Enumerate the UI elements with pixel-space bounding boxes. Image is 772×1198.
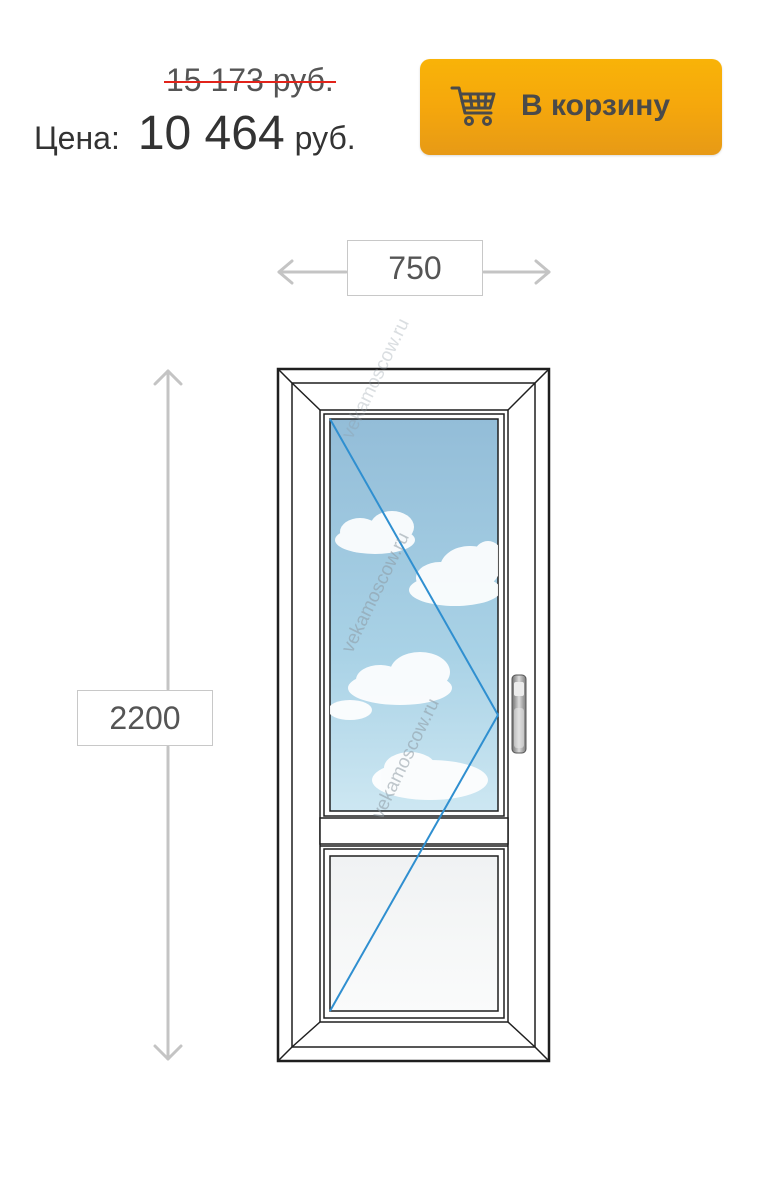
price-label: Цена: bbox=[34, 120, 120, 156]
door-transom bbox=[319, 817, 509, 847]
add-to-cart-label: В корзину bbox=[521, 89, 671, 122]
height-dimension-field: 2200 bbox=[77, 690, 213, 746]
width-dimension-arrows bbox=[277, 259, 551, 285]
shopping-cart-icon bbox=[450, 86, 496, 126]
lower-panel bbox=[323, 848, 505, 1019]
price-value: 10 464 bbox=[137, 107, 285, 160]
old-price: 15 173 руб. bbox=[164, 60, 336, 100]
width-value: 750 bbox=[388, 249, 442, 286]
price-currency: руб. bbox=[294, 120, 356, 156]
current-price: Цена: 10 464 руб. bbox=[34, 106, 356, 162]
old-price-text: 15 173 руб. bbox=[166, 62, 334, 98]
door-handle-icon bbox=[511, 674, 527, 754]
opening-direction-lines bbox=[329, 418, 499, 1012]
upper-glass-pane bbox=[323, 413, 505, 817]
height-value: 2200 bbox=[109, 699, 181, 736]
width-dimension-field: 750 bbox=[347, 240, 483, 296]
old-price-strikethrough bbox=[164, 81, 336, 83]
height-dimension-arrows bbox=[153, 369, 183, 1061]
add-to-cart-button[interactable]: В корзину bbox=[420, 59, 722, 155]
